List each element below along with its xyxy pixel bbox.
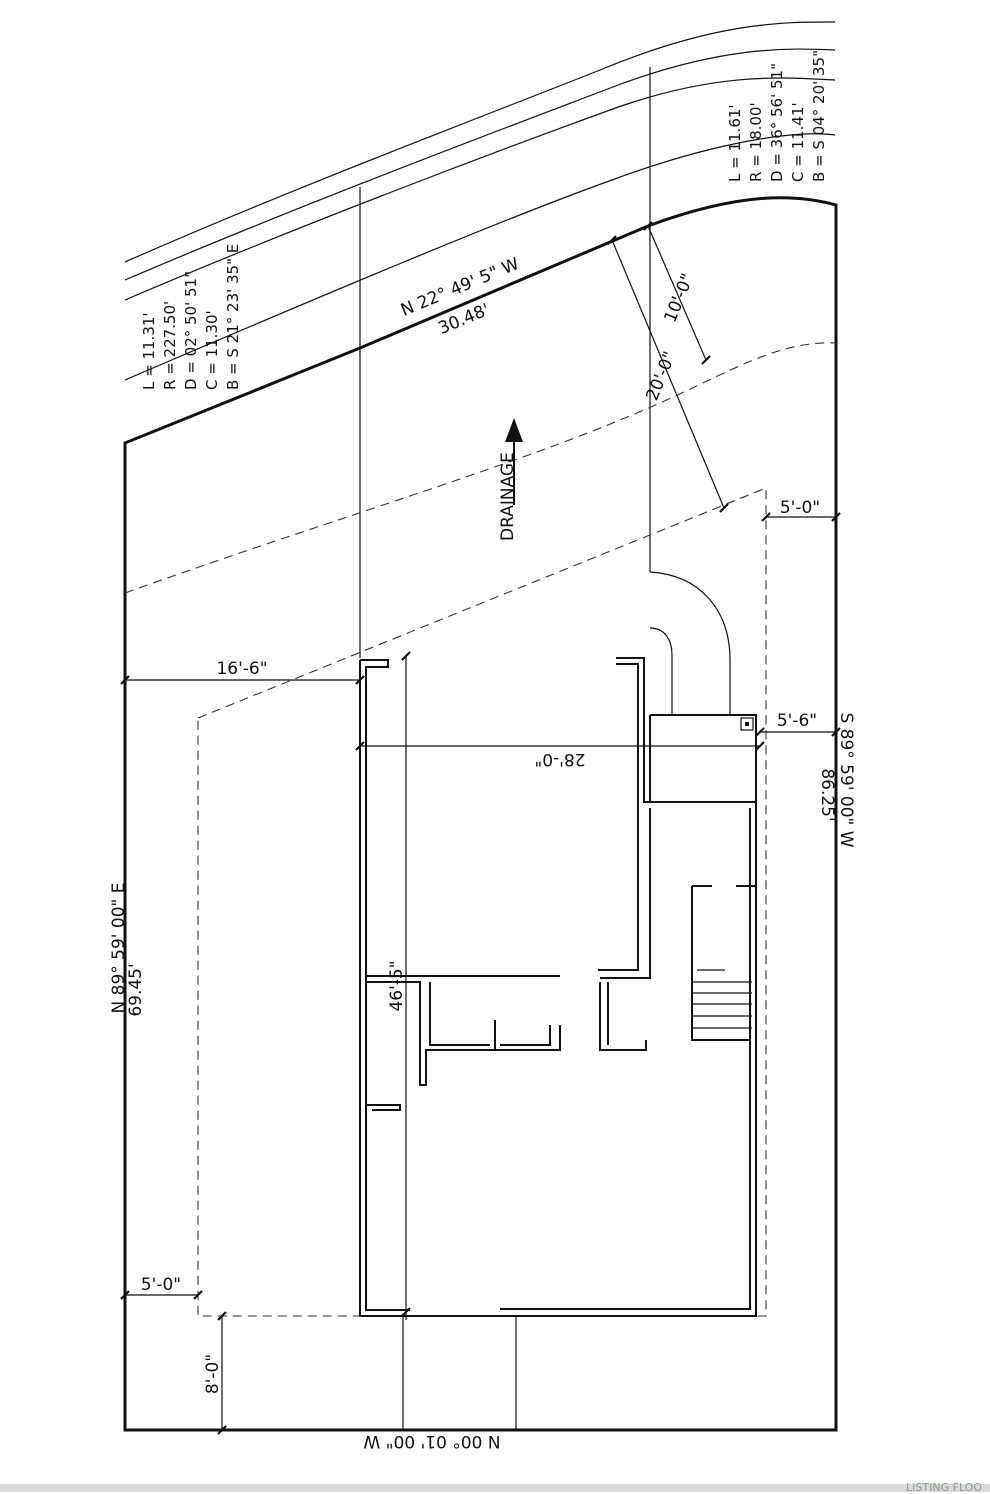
house-outline	[359, 657, 757, 1317]
house-width-label: 28'-0"	[534, 749, 585, 769]
left-length-label: 69.45'	[126, 963, 146, 1016]
curve-right-r: R = 18.00'	[747, 102, 765, 182]
driveway-inner	[649, 627, 673, 715]
meter-box-icon	[740, 717, 754, 731]
left-setback-label: 16'-6"	[216, 659, 267, 679]
curve-right-c: C = 11.41'	[789, 102, 807, 182]
dimension-lines	[120, 221, 841, 1435]
curve-table-right: L = 11.61' R = 18.00' D = 36° 56' 51" C …	[726, 50, 828, 182]
curve-left-l: L = 11.31'	[140, 312, 158, 390]
left-bearing-label: N 89° 59' 00" E	[109, 883, 129, 1014]
drainage-arrow-icon	[505, 418, 523, 505]
curve-right-l: L = 11.61'	[726, 104, 744, 182]
curve-left-d: D = 02° 50' 51"	[182, 271, 200, 390]
curve-left-c: C = 11.30'	[203, 310, 221, 390]
watermark: LISTING FLOO	[906, 1481, 982, 1494]
curve-left-b: B = S 21° 23' 35" E	[224, 244, 242, 390]
footer-bar	[0, 1484, 990, 1492]
setback-dashed-envelope	[197, 487, 767, 1317]
street-lines	[124, 21, 836, 381]
drainage-label: DRAINAGE	[498, 452, 518, 541]
house-depth-label: 46'-5"	[387, 960, 407, 1011]
setback-front-label: 20'-0"	[643, 349, 681, 404]
driveway-curve	[649, 571, 731, 715]
setback-dashed-front	[124, 342, 837, 594]
setback-10-label: 10'-0"	[661, 271, 699, 326]
right-setback-top-label: 5'-0"	[780, 498, 820, 518]
stairs	[692, 969, 752, 1029]
curve-right-b: B = S 04° 20' 35"	[810, 50, 828, 182]
rear-setback-label: 8'-0"	[203, 1354, 223, 1394]
curve-left-r: R = 227.50'	[161, 301, 179, 390]
bottom-bearing-label: N 00° 01' 00" W	[363, 1431, 500, 1451]
right-bearing-label: S 89° 59' 00" W	[836, 712, 856, 847]
left-setback-bottom-label: 5'-0"	[141, 1275, 181, 1295]
right-setback-mid-label: 5'-6"	[777, 711, 817, 731]
curve-right-d: D = 36° 56' 51"	[768, 63, 786, 182]
right-length-label: 86.25'	[817, 768, 837, 821]
top-length-label: 30.48'	[436, 300, 493, 339]
curve-table-left: L = 11.31' R = 227.50' D = 02° 50' 51" C…	[140, 244, 242, 390]
